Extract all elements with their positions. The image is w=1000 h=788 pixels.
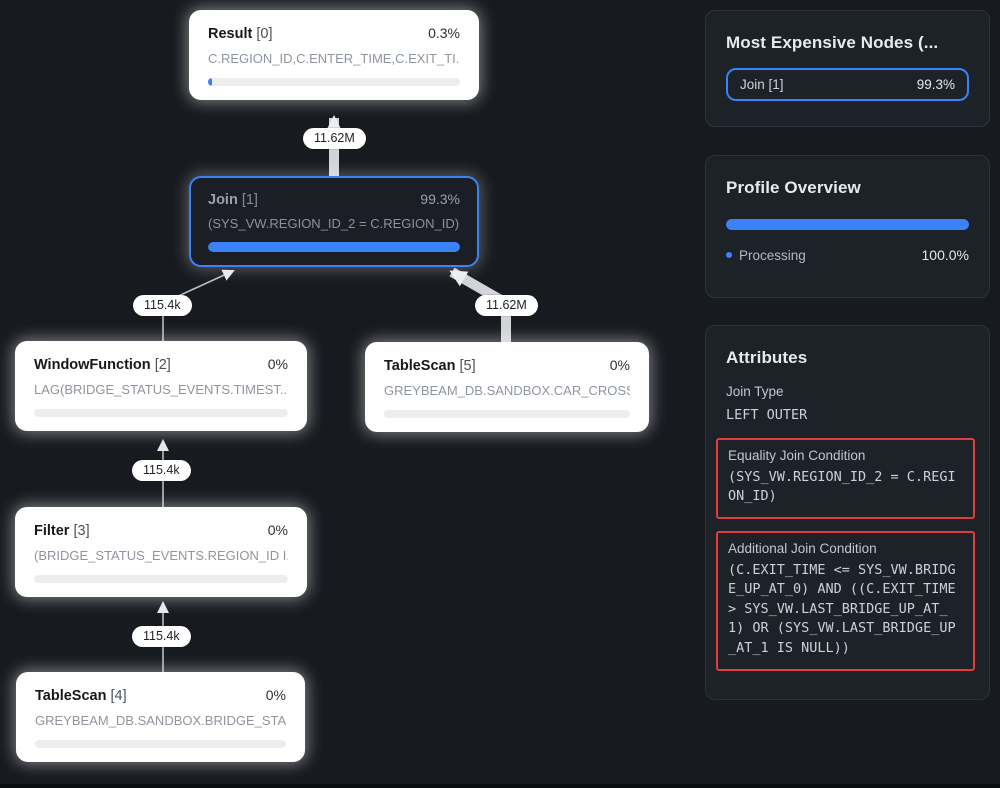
window-bottom-edge bbox=[0, 784, 1000, 788]
node-progress-track bbox=[208, 78, 460, 86]
edge-label-rows: 115.4k bbox=[132, 626, 191, 647]
attributes-panel: Attributes Join Type LEFT OUTER Equality… bbox=[705, 325, 990, 700]
node-percent: 99.3% bbox=[420, 191, 460, 207]
node-progress-track bbox=[34, 575, 288, 583]
node-percent: 0% bbox=[609, 357, 630, 373]
attribute-value: (SYS_VW.REGION_ID_2 = C.REGION_ID) bbox=[728, 468, 956, 505]
node-progress-track bbox=[35, 740, 286, 748]
node-expression: LAG(BRIDGE_STATUS_EVENTS.TIMEST... bbox=[34, 382, 288, 397]
panel-title: Most Expensive Nodes (... bbox=[726, 33, 939, 52]
panel-title: Attributes bbox=[726, 348, 808, 367]
plan-node-filter[interactable]: Filter [3] 0% (BRIDGE_STATUS_EVENTS.REGI… bbox=[15, 507, 307, 597]
node-expression: (SYS_VW.REGION_ID_2 = C.REGION_ID) bbox=[208, 216, 460, 231]
node-index: [4] bbox=[110, 688, 127, 704]
attribute-equality-join-condition: Equality Join Condition (SYS_VW.REGION_I… bbox=[716, 437, 975, 519]
attribute-label: Equality Join Condition bbox=[728, 447, 866, 463]
node-expression: GREYBEAM_DB.SANDBOX.CAR_CROSSI... bbox=[384, 383, 630, 398]
legend-value: 100.0% bbox=[921, 247, 969, 263]
node-progress-track bbox=[384, 410, 630, 418]
node-header: TableScan [5] 0% bbox=[384, 357, 630, 374]
node-title: Filter [3] bbox=[34, 523, 90, 539]
node-title: WindowFunction [2] bbox=[34, 357, 171, 373]
profile-progress-fill bbox=[726, 219, 969, 230]
node-header: Result [0] 0.3% bbox=[208, 25, 460, 42]
edge-label-rows: 115.4k bbox=[132, 460, 191, 481]
attribute-additional-join-condition: Additional Join Condition (C.EXIT_TIME <… bbox=[716, 530, 975, 671]
node-header: Join [1] 99.3% bbox=[208, 191, 460, 208]
expensive-node-item-join[interactable]: Join [1] 99.3% bbox=[726, 68, 969, 101]
edge-label-rows: 11.62M bbox=[303, 128, 366, 149]
node-header: WindowFunction [2] 0% bbox=[34, 356, 288, 373]
edge-label-rows: 115.4k bbox=[133, 295, 192, 316]
node-progress-fill bbox=[208, 242, 460, 252]
most-expensive-nodes-panel: Most Expensive Nodes (... Join [1] 99.3% bbox=[705, 10, 990, 127]
node-percent: 0% bbox=[265, 687, 286, 703]
legend-dot-icon bbox=[726, 252, 732, 258]
plan-node-windowfunction[interactable]: WindowFunction [2] 0% LAG(BRIDGE_STATUS_… bbox=[15, 341, 307, 431]
attribute-label: Join Type bbox=[726, 384, 784, 399]
node-percent: 0% bbox=[267, 522, 288, 538]
legend-processing: Processing bbox=[726, 248, 806, 263]
plan-node-result[interactable]: Result [0] 0.3% C.REGION_ID,C.ENTER_TIME… bbox=[189, 10, 479, 100]
node-expression: (BRIDGE_STATUS_EVENTS.REGION_ID I... bbox=[34, 548, 288, 563]
expensive-node-percent: 99.3% bbox=[916, 77, 955, 92]
node-progress-track bbox=[34, 409, 288, 417]
legend-label: Processing bbox=[739, 247, 806, 263]
node-progress-track bbox=[208, 242, 460, 252]
profile-legend: Processing 100.0% bbox=[726, 247, 969, 263]
query-plan-graph: 11.62M 115.4k 11.62M 115.4k 115.4k Resul… bbox=[15, 10, 649, 762]
plan-node-tablescan-4[interactable]: TableScan [4] 0% GREYBEAM_DB.SANDBOX.BRI… bbox=[16, 672, 305, 762]
attribute-label: Additional Join Condition bbox=[728, 540, 877, 556]
attribute-join-type: Join Type LEFT OUTER bbox=[726, 384, 969, 426]
node-index: [0] bbox=[256, 26, 273, 42]
node-header: Filter [3] 0% bbox=[34, 522, 288, 539]
panel-title: Profile Overview bbox=[726, 178, 861, 197]
node-index: [5] bbox=[459, 358, 476, 374]
attribute-value: LEFT OUTER bbox=[726, 407, 808, 423]
node-title: TableScan [4] bbox=[35, 688, 127, 704]
node-title: Result [0] bbox=[208, 26, 273, 42]
node-expression: C.REGION_ID,C.ENTER_TIME,C.EXIT_TI... bbox=[208, 51, 460, 66]
expensive-node-label: Join [1] bbox=[740, 77, 784, 92]
node-percent: 0.3% bbox=[428, 25, 460, 41]
node-title: TableScan [5] bbox=[384, 358, 476, 374]
node-percent: 0% bbox=[267, 356, 288, 372]
node-title: Join [1] bbox=[208, 192, 258, 208]
node-index: [1] bbox=[241, 192, 258, 208]
node-header: TableScan [4] 0% bbox=[35, 687, 286, 704]
attribute-value: (C.EXIT_TIME <= SYS_VW.BRIDGE_UP_AT_0) A… bbox=[728, 561, 964, 656]
profile-progress-track bbox=[726, 219, 969, 230]
plan-node-tablescan-5[interactable]: TableScan [5] 0% GREYBEAM_DB.SANDBOX.CAR… bbox=[365, 342, 649, 432]
profile-overview-panel: Profile Overview Processing 100.0% bbox=[705, 155, 990, 298]
edge-label-rows: 11.62M bbox=[475, 295, 538, 316]
node-index: [3] bbox=[73, 523, 90, 539]
node-progress-fill bbox=[208, 78, 212, 86]
node-expression: GREYBEAM_DB.SANDBOX.BRIDGE_STA... bbox=[35, 713, 286, 728]
node-index: [2] bbox=[154, 357, 171, 373]
plan-node-join[interactable]: Join [1] 99.3% (SYS_VW.REGION_ID_2 = C.R… bbox=[189, 176, 479, 267]
